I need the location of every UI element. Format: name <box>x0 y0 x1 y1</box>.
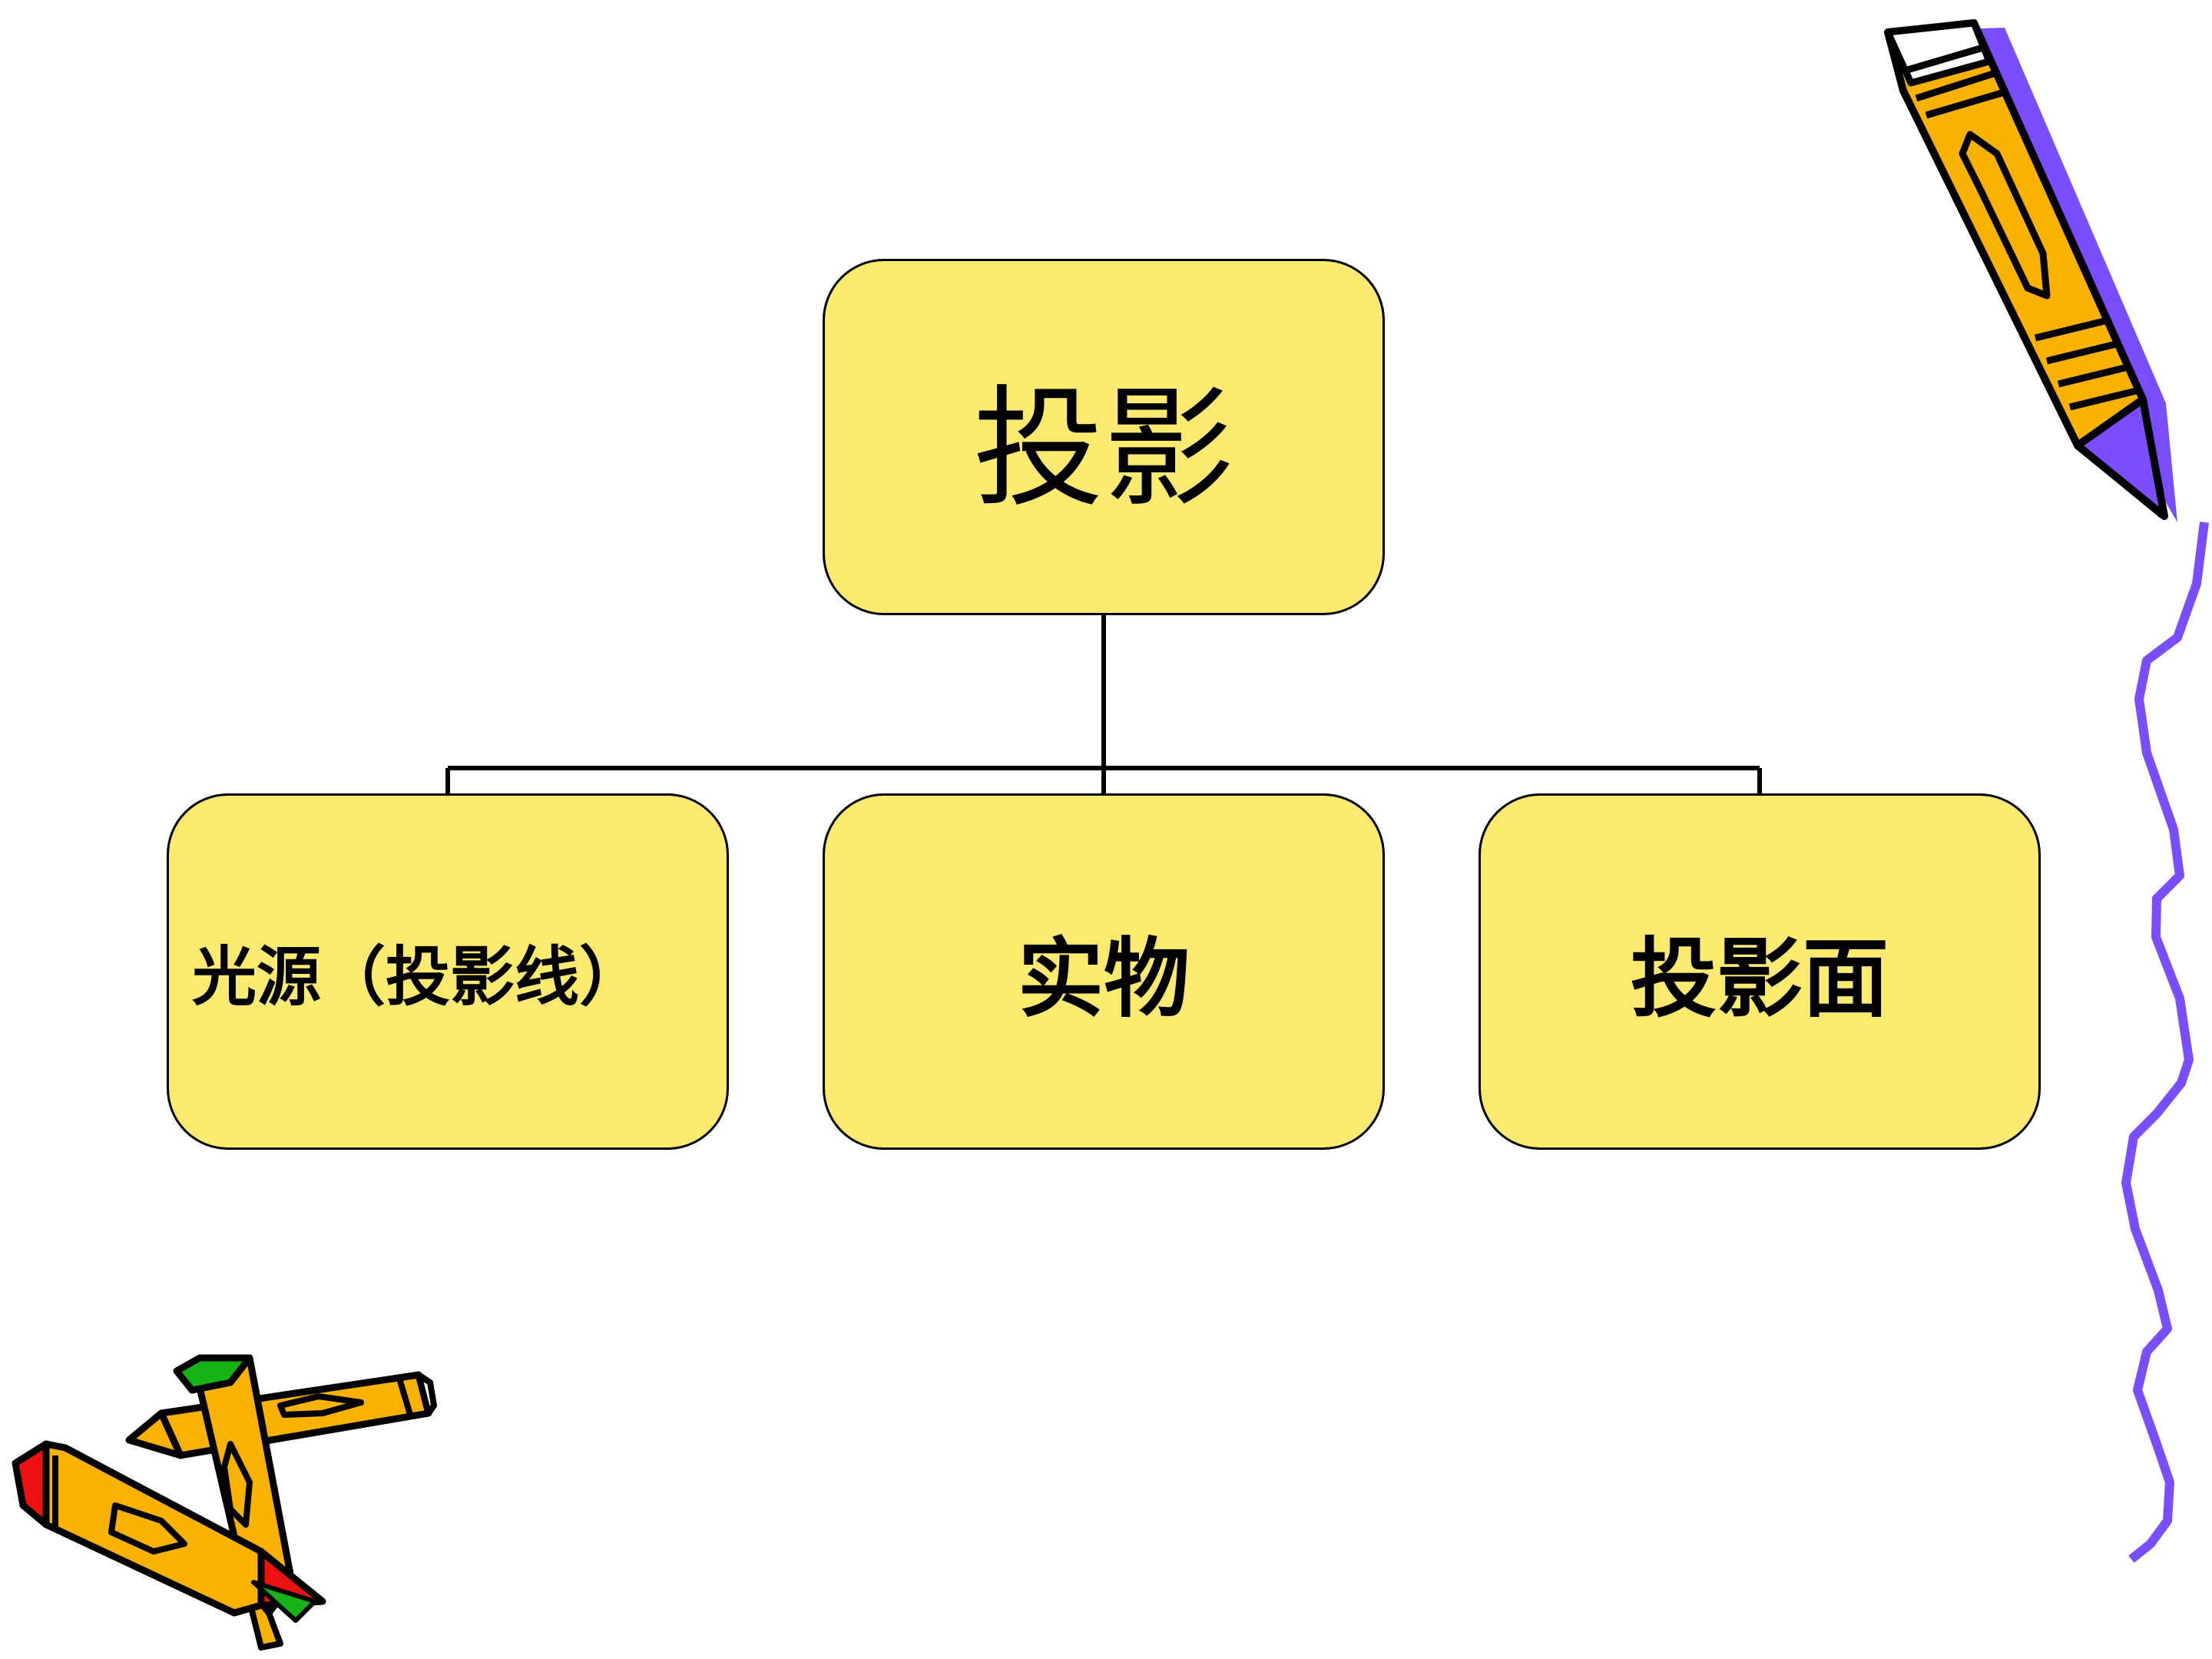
child-node-label: 投影面 <box>1631 929 1889 1029</box>
child-node-label: 光源（投影线） <box>192 938 644 1015</box>
root-node-label: 投影 <box>972 373 1234 525</box>
child-node-object: 实物 <box>823 793 1385 1150</box>
root-node-projection: 投影 <box>823 259 1385 615</box>
child-node-projection-plane: 投影面 <box>1479 793 2041 1150</box>
pencil-icon <box>12 1354 437 1651</box>
child-node-light-source: 光源（投影线） <box>167 793 729 1150</box>
squiggle-line <box>2121 522 2209 1563</box>
pencil-icon <box>1884 19 2177 522</box>
child-node-label: 实物 <box>1018 929 1190 1029</box>
